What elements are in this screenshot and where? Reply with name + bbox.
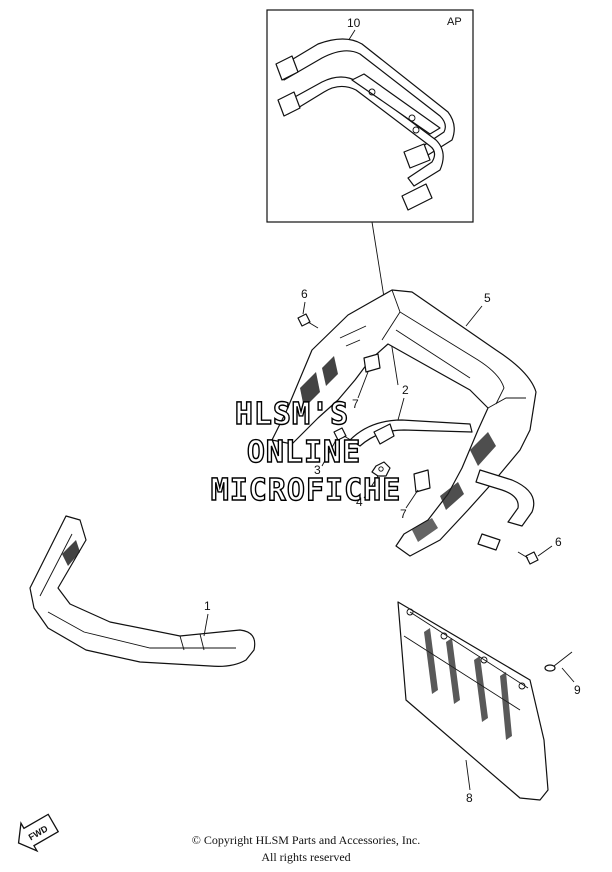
clip-part-7a <box>363 353 381 373</box>
screw-part-9 <box>544 651 573 672</box>
front-bumper-part-1 <box>29 515 256 667</box>
inner-bar-part-2 <box>349 419 535 551</box>
inset-panel: AP 10 <box>266 9 474 223</box>
watermark-line-2: ONLINE <box>247 435 361 470</box>
callout-2: 2 <box>402 383 409 397</box>
callouts: 1 2 3 4 5 6 6 7 7 8 9 <box>203 287 581 805</box>
watermark-line-3: MICROFICHE <box>211 473 402 508</box>
copyright-line-1: © Copyright HLSM Parts and Accessories, … <box>191 833 421 847</box>
callout-10: 10 <box>347 16 361 30</box>
clip-part-7b <box>413 469 431 493</box>
callout-9: 9 <box>574 683 581 697</box>
callout-4: 4 <box>356 495 363 509</box>
callout-6b: 6 <box>555 535 562 549</box>
carrier-part-5 <box>271 289 537 557</box>
rear-bracket-part-10 <box>275 38 455 211</box>
callout-6a: 6 <box>301 287 308 301</box>
fwd-arrow-icon: FWD <box>17 813 60 853</box>
bolt-part-6a <box>297 313 319 329</box>
inset-label: AP <box>447 16 462 28</box>
watermark-line-1: HLSM'S <box>235 397 349 432</box>
callout-3: 3 <box>314 463 321 477</box>
callout-8: 8 <box>466 791 473 805</box>
copyright-line-2: All rights reserved <box>261 850 351 864</box>
nut-part-4 <box>371 461 391 477</box>
watermark: HLSM'S ONLINE MICROFICHE <box>210 396 402 508</box>
callout-1: 1 <box>204 599 211 613</box>
bolt-part-6b <box>517 551 539 565</box>
callout-5: 5 <box>484 291 491 305</box>
callout-7a: 7 <box>352 397 359 411</box>
bolt-part-3 <box>333 427 355 443</box>
mud-flap-part-8 <box>397 601 549 801</box>
callout-7b: 7 <box>400 507 407 521</box>
